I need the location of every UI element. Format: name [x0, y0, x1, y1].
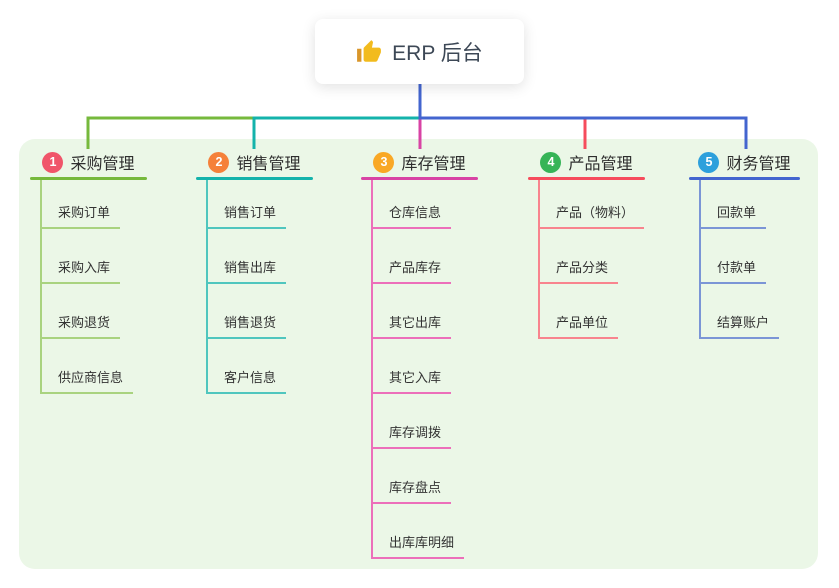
branch-label: 采购管理 [70, 156, 135, 173]
branch-item-label: 产品单位 [540, 312, 619, 339]
branch-item[interactable]: 结算账户 [701, 284, 800, 339]
branch-header[interactable]: 5 财务管理 [689, 151, 800, 173]
branch-item-label: 库存调拨 [373, 422, 452, 449]
branch-4: 4 产品管理产品（物料） 产品分类产品单位 [528, 151, 645, 339]
branch-2: 2 销售管理销售订单销售出库销售退货客户信息 [196, 151, 313, 394]
branch-item-label: 付款单 [701, 257, 767, 284]
branch-item-label: 库存盘点 [373, 477, 452, 504]
branch-item-label: 销售出库 [208, 257, 287, 284]
branch-5: 5 财务管理回款单付款单结算账户 [689, 151, 800, 339]
branch-item-label: 供应商信息 [42, 367, 134, 394]
branch-underline [30, 177, 147, 180]
branch-item[interactable]: 出库库明细 [373, 504, 478, 559]
branch-item[interactable]: 客户信息 [208, 339, 313, 394]
branch-underline [528, 177, 645, 180]
branch-item[interactable]: 产品单位 [540, 284, 645, 339]
branch-item-label: 其它出库 [373, 312, 452, 339]
branch-index-badge: 2 [208, 151, 230, 173]
branch-item[interactable]: 其它入库 [373, 339, 478, 394]
branch-header[interactable]: 3 库存管理 [361, 151, 478, 173]
branch-underline [196, 177, 313, 180]
branch-item-label: 出库库明细 [373, 532, 465, 559]
branch-item-label: 销售退货 [208, 312, 287, 339]
branch-item[interactable]: 销售出库 [208, 229, 313, 284]
branch-item-label: 回款单 [701, 202, 767, 229]
branch-item-label: 采购订单 [42, 202, 121, 229]
branch-item-label: 采购入库 [42, 257, 121, 284]
branch-item[interactable]: 付款单 [701, 229, 800, 284]
branch-header[interactable]: 4 产品管理 [528, 151, 645, 173]
root-node[interactable]: ERP 后台 [315, 19, 524, 84]
branch-item[interactable]: 产品分类 [540, 229, 645, 284]
branch-label: 库存管理 [401, 156, 466, 173]
branch-label: 财务管理 [726, 156, 791, 173]
branch-item-label: 产品（物料） [540, 202, 645, 229]
branch-index-badge: 1 [42, 151, 64, 173]
branch-index-badge: 3 [373, 151, 395, 173]
branch-item-label: 销售订单 [208, 202, 287, 229]
branch-item[interactable]: 产品库存 [373, 229, 478, 284]
branch-item[interactable]: 其它出库 [373, 284, 478, 339]
branch-underline [361, 177, 478, 180]
branch-item-label: 产品分类 [540, 257, 619, 284]
root-title: ERP 后台 [392, 41, 483, 65]
branch-item[interactable]: 采购入库 [42, 229, 147, 284]
branch-label: 销售管理 [236, 156, 301, 173]
branch-item[interactable]: 回款单 [701, 180, 800, 229]
branch-item[interactable]: 采购订单 [42, 180, 147, 229]
branch-items: 仓库信息产品库存其它出库其它入库库存调拨库存盘点出库库明细 [371, 180, 478, 559]
branch-index-badge: 4 [540, 151, 562, 173]
branch-item[interactable]: 销售订单 [208, 180, 313, 229]
branch-label: 产品管理 [568, 156, 633, 173]
branch-item[interactable]: 库存调拨 [373, 394, 478, 449]
branch-1: 1 采购管理采购订单采购入库采购退货供应商信息 [30, 151, 147, 394]
branch-items: 采购订单采购入库采购退货供应商信息 [40, 180, 147, 394]
branches-panel [19, 139, 818, 569]
branch-3: 3 库存管理仓库信息产品库存其它出库其它入库库存调拨库存盘点出库库明细 [361, 151, 478, 559]
branch-items: 产品（物料） 产品分类产品单位 [538, 180, 645, 339]
branch-item-label: 结算账户 [701, 312, 780, 339]
branch-item-label: 产品库存 [373, 257, 452, 284]
branch-item-label: 采购退货 [42, 312, 121, 339]
branch-header[interactable]: 1 采购管理 [30, 151, 147, 173]
branch-item[interactable]: 供应商信息 [42, 339, 147, 394]
branch-underline [689, 177, 800, 180]
branch-item-label: 其它入库 [373, 367, 452, 394]
thumbs-up-icon [356, 39, 382, 65]
branch-item-label: 仓库信息 [373, 202, 452, 229]
branch-index-badge: 5 [698, 151, 720, 173]
branch-item[interactable]: 采购退货 [42, 284, 147, 339]
branch-items: 销售订单销售出库销售退货客户信息 [206, 180, 313, 394]
branch-item[interactable]: 产品（物料） [540, 180, 645, 229]
branch-item[interactable]: 销售退货 [208, 284, 313, 339]
branch-item[interactable]: 仓库信息 [373, 180, 478, 229]
branch-items: 回款单付款单结算账户 [699, 180, 800, 339]
branch-item[interactable]: 库存盘点 [373, 449, 478, 504]
branch-item-label: 客户信息 [208, 367, 287, 394]
branch-header[interactable]: 2 销售管理 [196, 151, 313, 173]
